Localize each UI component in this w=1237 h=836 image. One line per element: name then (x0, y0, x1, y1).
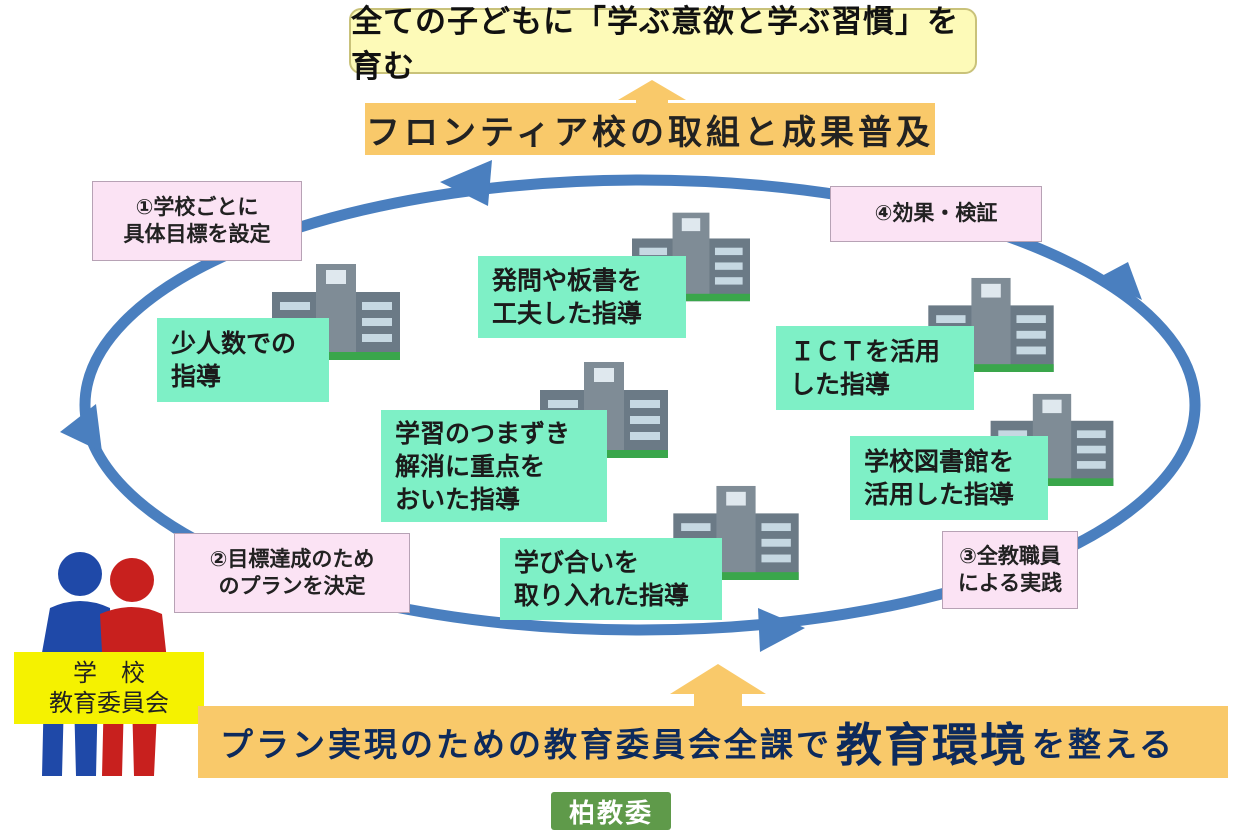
up-arrow-bottom (670, 664, 766, 710)
step-2-box: ②目標達成のため のプランを決定 (174, 533, 410, 613)
practice-small-group: 少人数での 指導 (157, 318, 329, 402)
practice-ict: ＩＣＴを活用 した指導 (776, 326, 974, 410)
environment-text-post: を整える (1032, 725, 1176, 764)
step-3-box: ③全教職員 による実践 (942, 531, 1078, 609)
environment-text-pre: プラン実現のための教育委員会全課で (220, 725, 832, 764)
practice-collaborative: 学び合いを 取り入れた指導 (500, 538, 722, 620)
step-1-box: ①学校ごとに 具体目標を設定 (92, 181, 302, 261)
environment-text-big: 教育環境 (836, 718, 1028, 772)
school-label-line2: 教育委員会 (49, 689, 169, 717)
arrow-top-left (440, 160, 492, 206)
step-4-box: ④効果・検証 (830, 186, 1042, 242)
goal-box: 全ての子どもに「学ぶ意欲と学ぶ習慣」を育む (349, 4, 977, 85)
up-arrow-top (618, 80, 686, 108)
environment-band: プラン実現のための教育委員会全課で 教育環境 を整える (198, 706, 1228, 778)
cycle-ellipse (79, 174, 1201, 636)
school-label-line1: 学 校 (73, 659, 145, 687)
arrow-bottom (758, 608, 805, 652)
school-board-label: 学 校 教育委員会 (14, 652, 204, 724)
practice-questioning: 発問や板書を 工夫した指導 (478, 256, 686, 338)
frontier-band: フロンティア校の取組と成果普及 (365, 103, 935, 155)
practice-library: 学校図書館を 活用した指導 (850, 436, 1048, 520)
arrow-left (60, 404, 102, 452)
arrow-right-top (1098, 262, 1142, 300)
school-building-icon (272, 264, 400, 360)
kashiwa-board-logo: 柏教委 (551, 792, 671, 830)
practice-stumbling: 学習のつまずき 解消に重点を おいた指導 (381, 410, 607, 522)
